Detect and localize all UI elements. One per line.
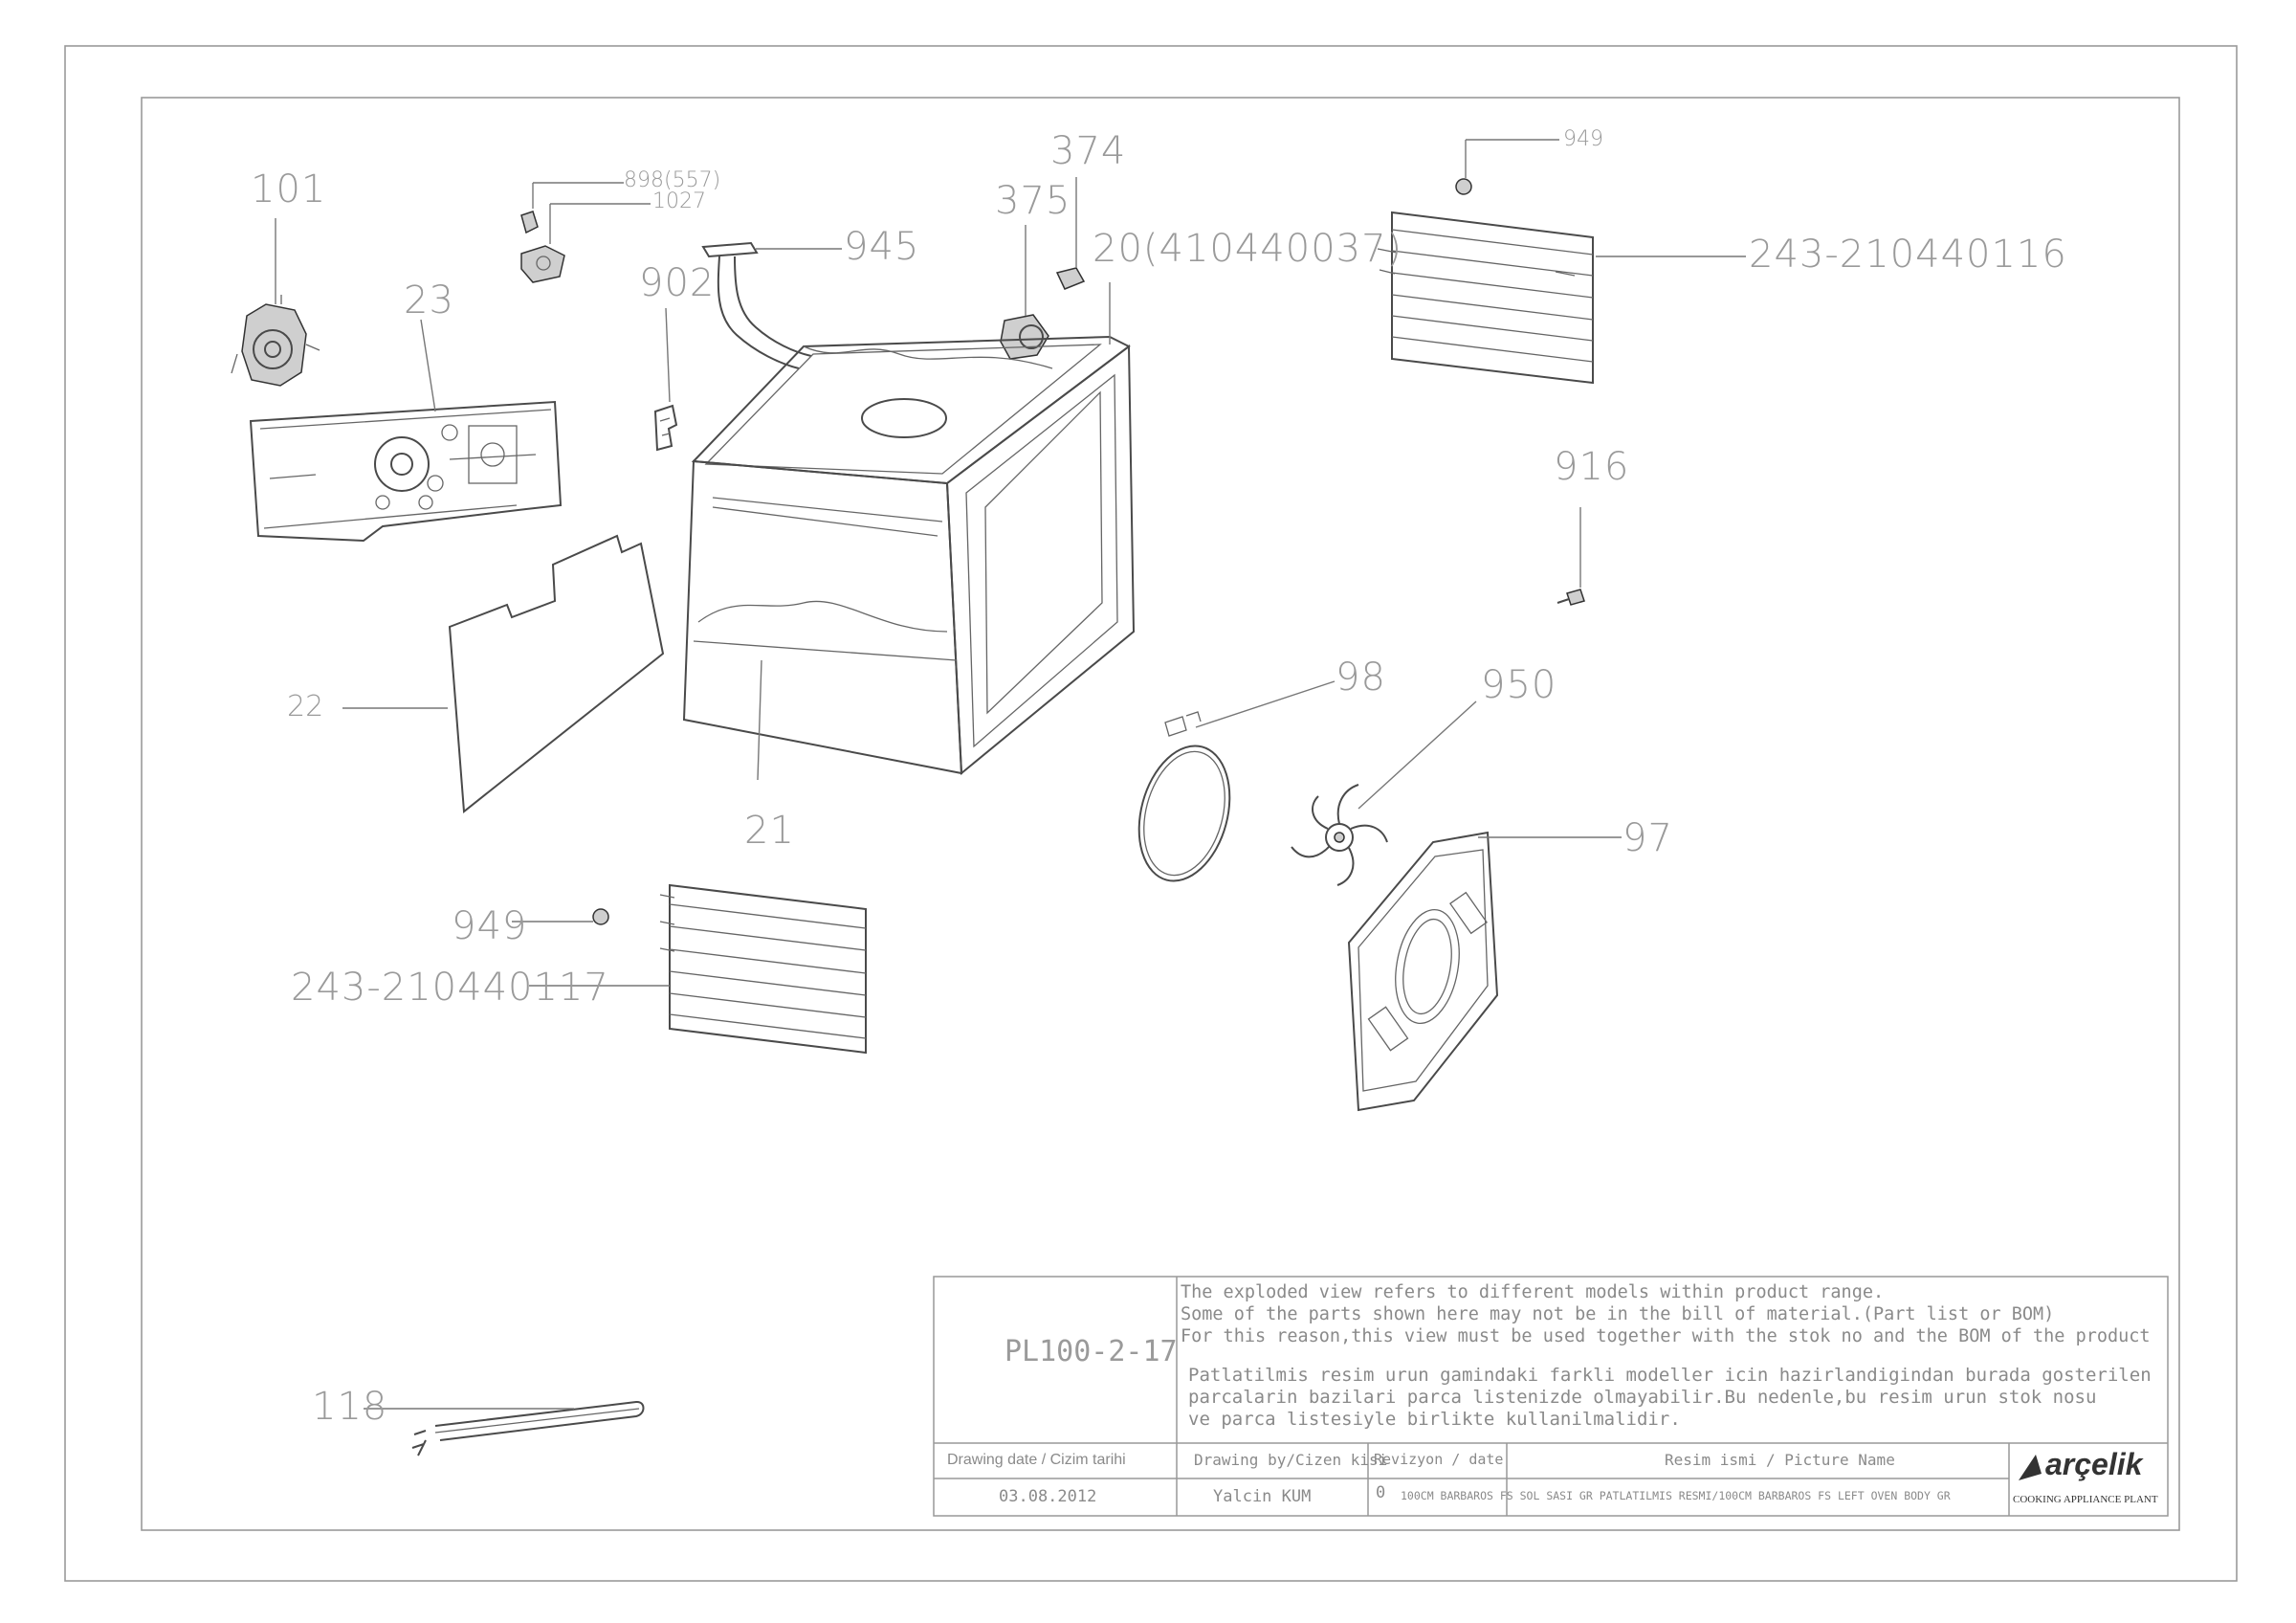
note-tr-3: ve parca listesiyle birlikte kullanilmal… <box>1188 1409 1681 1430</box>
part-902-bracket <box>653 307 678 452</box>
label-950: 950 <box>1481 663 1557 707</box>
label-949-bottom: 949 <box>452 904 528 948</box>
drawn-by: Yalcin KUM <box>1213 1487 1312 1506</box>
label-243-210440116: 243-210440116 <box>1749 233 2067 277</box>
part-118-heating-element <box>364 1401 645 1456</box>
outer-frame <box>64 45 2238 1582</box>
note-en-3: For this reason,this view must be used t… <box>1181 1326 2151 1346</box>
drawing-date: 03.08.2012 <box>999 1487 1097 1506</box>
part-949-screw-bottom <box>512 908 609 925</box>
part-949-screw-top <box>1455 139 1559 195</box>
label-243-210440117: 243-210440117 <box>291 966 609 1010</box>
part-243-210440117-wire-rack <box>529 883 867 1055</box>
label-902: 902 <box>639 261 716 305</box>
title-block <box>933 1276 2169 1517</box>
part-374-375-lamp <box>1000 177 1086 360</box>
part-898-1027-brackets <box>520 182 651 283</box>
plant-name: COOKING APPLIANCE PLANT <box>2013 1494 2158 1505</box>
label-949-top: 949 <box>1563 127 1603 151</box>
part-101-fan-motor <box>231 218 320 387</box>
note-en-2: Some of the parts shown here may not be … <box>1181 1304 2055 1324</box>
inner-frame <box>141 97 2180 1531</box>
label-945: 945 <box>844 225 920 269</box>
part-22-insulation <box>342 534 665 813</box>
label-1027: 1027 <box>652 189 706 213</box>
header-picture-name: Resim ismi / Picture Name <box>1665 1451 1895 1469</box>
label-97: 97 <box>1623 816 1673 860</box>
part-916-pin <box>1556 507 1585 606</box>
part-97-fan-cover <box>1347 831 1622 1112</box>
label-375: 375 <box>995 179 1071 223</box>
part-945-capillary <box>701 241 842 369</box>
label-23: 23 <box>404 278 454 322</box>
header-drawing-date: Drawing date / Cizim tarihi <box>947 1452 1126 1468</box>
note-en-1: The exploded view refers to different mo… <box>1181 1282 1885 1302</box>
part-98-heater-ring <box>1137 680 1336 882</box>
note-tr-1: Patlatilmis resim urun gamindaki farkli … <box>1188 1365 2152 1386</box>
picture-name: 100CM BARBAROS FS SOL SASI GR PATLATILMI… <box>1401 1491 1951 1502</box>
note-tr-2: parcalarin bazilari parca listenizde olm… <box>1188 1387 2097 1408</box>
label-916: 916 <box>1554 445 1630 489</box>
label-98: 98 <box>1336 656 1386 700</box>
label-21: 21 <box>744 809 795 853</box>
label-22: 22 <box>287 690 324 723</box>
label-101: 101 <box>251 167 327 211</box>
header-revision: Revizyon / date <box>1374 1451 1504 1468</box>
label-118: 118 <box>312 1385 388 1429</box>
label-20: 20(410440037) <box>1093 227 1403 271</box>
arcelik-logo-mark-icon <box>2019 1455 2042 1480</box>
label-898: 898(557) <box>624 168 721 192</box>
part-243-210440116-wire-rack <box>1377 211 1746 385</box>
drawing-code: PL100-2-17 <box>1004 1335 1178 1368</box>
part-23-rear-panel <box>249 319 563 543</box>
label-374: 374 <box>1050 129 1127 173</box>
arcelik-logo-text: arçelik <box>2045 1447 2143 1481</box>
revision-number: 0 <box>1376 1483 1386 1502</box>
header-drawing-by: Drawing by/Cizen kisi <box>1194 1451 1388 1469</box>
part-21-oven-cavity <box>682 282 1136 781</box>
part-950-fan-blade <box>1291 700 1477 886</box>
